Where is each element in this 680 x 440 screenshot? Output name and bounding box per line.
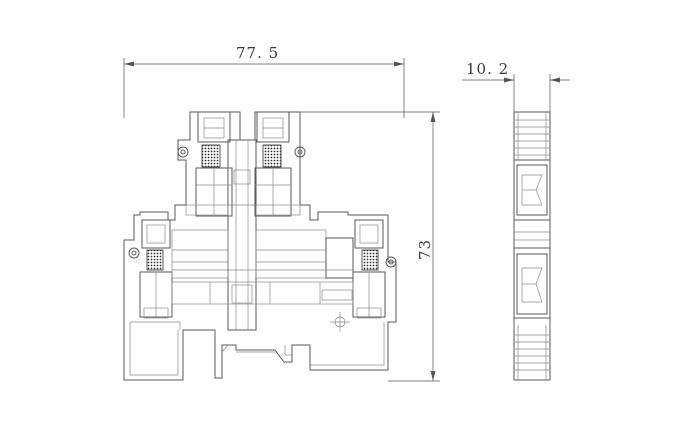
lower-terminal-right	[352, 219, 386, 319]
upper-terminal-left	[185, 111, 233, 217]
side-profile-outline	[513, 111, 551, 381]
side-bottom-ribs	[514, 325, 550, 380]
width-dimension-side: 10. 2	[462, 60, 570, 116]
housing-inner-line	[130, 321, 181, 330]
upper-terminal-right	[254, 111, 301, 217]
side-lower-entry	[514, 253, 550, 319]
din-rail-clip	[221, 344, 292, 356]
left-side-clip	[128, 247, 140, 259]
side-view: 10. 2	[462, 60, 570, 381]
side-middle-ribs	[514, 231, 550, 249]
foot-detail	[310, 322, 385, 366]
lower-terminal-left	[139, 219, 173, 319]
side-upper-entry	[514, 159, 550, 221]
width-dimension-front: 77. 5	[123, 44, 405, 118]
side-width-dimension-label: 10. 2	[466, 60, 509, 78]
base-screw-marker	[330, 312, 350, 332]
upper-right-clip	[294, 146, 306, 158]
height-dimension-label: 73	[416, 239, 434, 260]
housing-inner-line	[129, 322, 179, 376]
right-side-clip	[385, 256, 397, 268]
side-top-ribs	[514, 112, 550, 160]
front-view: 77. 5 73	[123, 44, 440, 382]
width-dimension-label: 77. 5	[236, 44, 279, 62]
upper-left-clip	[177, 146, 189, 158]
housing-outline	[123, 111, 397, 381]
lower-conductor-bars	[171, 229, 354, 305]
